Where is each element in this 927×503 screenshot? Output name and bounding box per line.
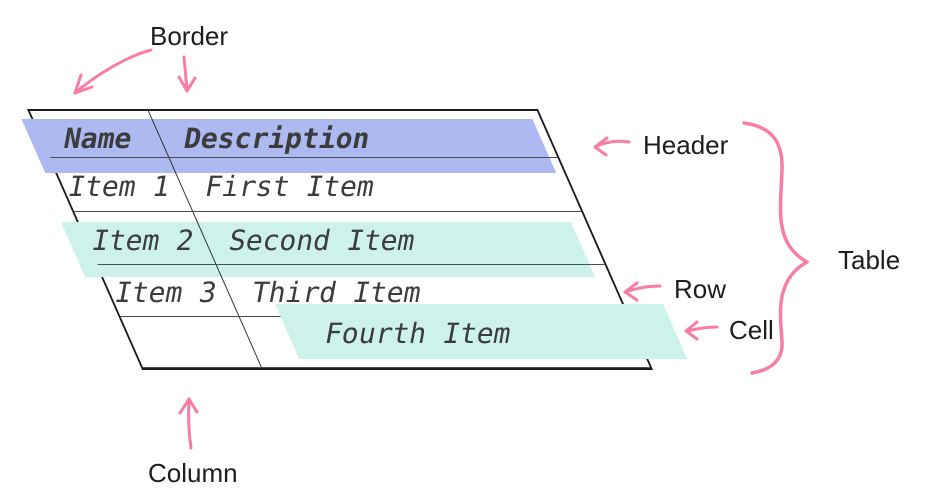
table-row-1: Item 1 First Item bbox=[50, 158, 582, 212]
label-table: Table bbox=[838, 245, 901, 275]
cell-arrow-icon bbox=[684, 320, 719, 341]
header-description-text: Description bbox=[180, 121, 373, 155]
row-arrow-icon bbox=[623, 281, 662, 302]
table-row-2: Item 2 Second Item bbox=[74, 212, 605, 265]
skewed-table: Name Description Item 1 First Item Item … bbox=[21, 109, 688, 370]
label-cell: Cell bbox=[729, 315, 774, 345]
cell-item3-text: Item 3 bbox=[112, 276, 220, 309]
header-cell-name: Name bbox=[29, 111, 170, 157]
border-arrow-diagonal-icon bbox=[73, 48, 153, 95]
column-arrow-icon bbox=[178, 397, 199, 450]
cell-second-item: Second Item bbox=[193, 212, 604, 264]
header-name-text: Name bbox=[60, 121, 135, 155]
cell-item3: Item 3 bbox=[97, 265, 240, 316]
table-header-row: Name Description bbox=[29, 111, 558, 158]
label-header: Header bbox=[643, 130, 729, 160]
cell-item1: Item 1 bbox=[50, 158, 193, 211]
cell-item2-text: Item 2 bbox=[88, 223, 197, 257]
cell-empty bbox=[120, 317, 262, 367]
cell-item1-text: Item 1 bbox=[65, 170, 173, 203]
header-arrow-icon bbox=[593, 136, 631, 157]
border-arrow-down-icon bbox=[177, 55, 197, 93]
cell-fourth-item-text: Fourth Item bbox=[322, 317, 514, 350]
header-cell-description: Description bbox=[149, 111, 557, 157]
cell-first-item: First Item bbox=[170, 158, 581, 211]
label-column: Column bbox=[148, 458, 238, 488]
cell-highlight: Fourth Item bbox=[275, 304, 688, 359]
cell-first-item-text: First Item bbox=[202, 170, 378, 203]
cell-second-item-text: Second Item bbox=[225, 223, 418, 257]
label-border: Border bbox=[150, 21, 229, 51]
label-row: Row bbox=[674, 274, 727, 304]
cell-item2: Item 2 bbox=[74, 212, 217, 264]
